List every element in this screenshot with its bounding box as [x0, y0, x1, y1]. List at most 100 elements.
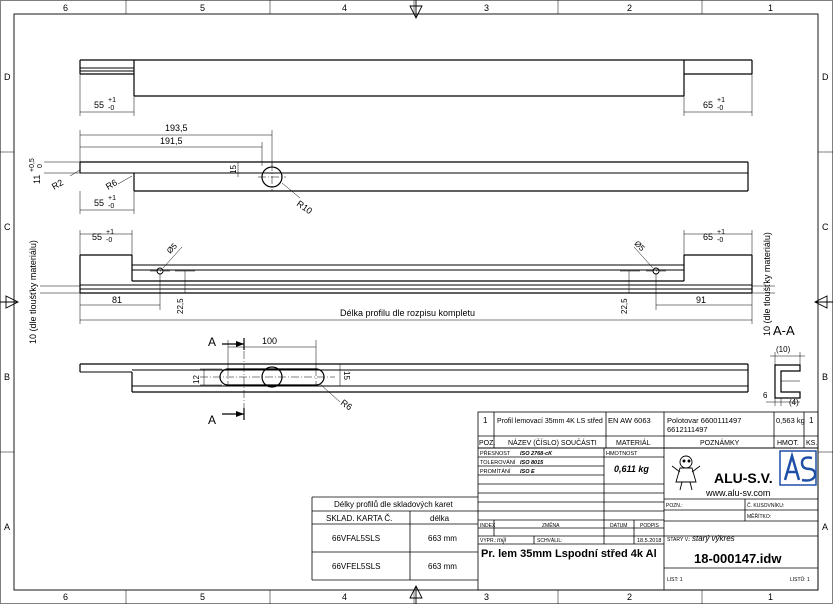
- company-website: www.alu-sv.com: [705, 488, 770, 498]
- dim-193-5: 193,5: [165, 123, 188, 133]
- header-name: NÁZEV (ČÍSLO) SOUČÁSTI: [508, 438, 597, 447]
- dim-r2: R2: [50, 177, 65, 191]
- schvalil-label: SCHVÁLIL:: [537, 537, 563, 544]
- dim-tol-dn: -0: [108, 203, 114, 210]
- dim-81: 81: [112, 295, 122, 305]
- dim-11: 11: [32, 175, 42, 184]
- dim-100: 100: [262, 336, 277, 346]
- vypr-label: VYPR.:: [480, 538, 496, 544]
- header-qty: KS.: [806, 440, 817, 447]
- dim-6: 6: [763, 391, 768, 400]
- zone-number-top: 3: [484, 3, 489, 13]
- zone-letter-left: D: [4, 72, 11, 82]
- section-label-bottom: A: [208, 413, 216, 427]
- zone-number-bottom: 4: [342, 592, 347, 602]
- dim-15: 15: [342, 371, 351, 380]
- vypr-value: mijl: [497, 538, 507, 544]
- dim-tol-up: +1: [717, 229, 725, 236]
- promitani-value: ISO E: [520, 469, 535, 475]
- meritko-label: MĚŘÍTKO:: [747, 512, 771, 520]
- pozn-label: POZN.:: [666, 503, 683, 509]
- lengths-col-card: SKLAD. KARTA Č.: [326, 514, 392, 523]
- dim-r6: R6: [339, 397, 354, 412]
- index-label: INDEX: [480, 523, 496, 529]
- header-mass: HMOT.: [777, 440, 799, 447]
- dim-22-5: 22,5: [620, 298, 629, 314]
- dim-tol-up: +1: [717, 97, 725, 104]
- stary-label: STARÝ V.:: [667, 536, 690, 543]
- length-note: Délka profilu dle rozpisu kompletu: [340, 308, 475, 318]
- view-1-profile: [79, 59, 753, 116]
- lengths-col-length: délka: [430, 514, 450, 523]
- company-name: ALU-S.V.: [714, 470, 773, 486]
- side-note-right: 10 (dle tloušťky materiálu): [762, 232, 772, 336]
- parts-list-grid: [477, 411, 819, 449]
- zone-number-bottom: 5: [200, 592, 205, 602]
- dim-tol-up: +1: [108, 195, 116, 202]
- zone-number-bottom: 3: [484, 592, 489, 602]
- zone-letter-left: C: [4, 222, 11, 232]
- section-a-a-profile: [766, 352, 805, 406]
- dim-65: 65: [703, 100, 713, 110]
- parts-notes-1: Polotovar 6600111497: [667, 416, 741, 425]
- lengths-row-length: 663 mm: [428, 534, 457, 543]
- parts-notes-2: 6612111497: [667, 425, 708, 434]
- zone-number-top: 6: [63, 3, 68, 13]
- side-note-left: 10 (dle tloušťky materiálu): [28, 240, 38, 344]
- dim-15: 15: [229, 165, 238, 174]
- listu-label: LISTŮ: 1: [790, 576, 810, 583]
- view-2-profile: [44, 130, 749, 214]
- drawing-title: Pr. lem 35mm Lspodní střed 4k Al: [481, 548, 657, 560]
- dim-12: 12: [192, 375, 201, 384]
- dim-55: 55: [92, 232, 102, 242]
- dim-tol-dn: -0: [717, 237, 723, 244]
- hmotnost-label: HMOTNOST: [606, 451, 638, 457]
- zone-number-top: 2: [627, 3, 632, 13]
- zone-number-top: 4: [342, 3, 347, 13]
- view-3-profile: [79, 230, 753, 324]
- header-material: MATERIÁL: [616, 438, 651, 447]
- dim-tol-dn: -0: [106, 237, 112, 244]
- presnost-value: ISO 2768-cK: [520, 451, 553, 457]
- dim-r10: R10: [295, 198, 314, 216]
- zone-letter-right: B: [822, 372, 828, 382]
- dim-22-5: 22,5: [176, 298, 185, 314]
- zone-number-top: 1: [768, 3, 773, 13]
- zmena-label: ZMĚNA: [542, 521, 560, 529]
- parts-material: EN AW 6063: [608, 416, 651, 425]
- company-logo-mascot-icon: [671, 455, 701, 491]
- dim-phi-5: Ø5: [633, 239, 647, 253]
- dim-55: 55: [94, 100, 104, 110]
- parts-pos: 1: [483, 416, 488, 425]
- date-value: 18.5.2018: [637, 538, 661, 544]
- dim-11-tol-up: +0,5: [29, 158, 36, 172]
- lengths-table-grid: [311, 496, 478, 581]
- dim-191-5: 191,5: [160, 136, 183, 146]
- zone-number-bottom: 6: [63, 592, 68, 602]
- view-4-profile: [79, 338, 749, 420]
- dim-55: 55: [94, 198, 104, 208]
- zone-letter-left: B: [4, 372, 10, 382]
- dim-91: 91: [696, 295, 706, 305]
- promitani-label: PROMÍTÁNÍ: [480, 468, 511, 475]
- parts-qty: 1: [809, 416, 814, 425]
- dim-r6: R6: [104, 177, 119, 191]
- dim-tol-up: +1: [106, 229, 114, 236]
- parts-mass: 0,563 kg: [776, 416, 805, 425]
- podpis-label: PODPIS: [640, 523, 660, 529]
- side-leaders: [40, 285, 775, 294]
- section-label-top: A: [208, 335, 216, 349]
- title-block-grid: [477, 447, 819, 591]
- drawing-number: 18-000147.idw: [694, 551, 782, 566]
- dim-10: (10): [776, 345, 791, 354]
- presnost-label: PŘESNOST: [480, 449, 511, 457]
- tolerovani-value: ISO 8015: [520, 460, 544, 466]
- kusovnik-label: Č. KUSOVNÍKU:: [747, 502, 784, 509]
- tolerovani-label: TOLEROVÁNÍ: [480, 459, 516, 466]
- dim-tol-dn: -0: [717, 105, 723, 112]
- dim-11-tol-dn: 0: [37, 164, 44, 168]
